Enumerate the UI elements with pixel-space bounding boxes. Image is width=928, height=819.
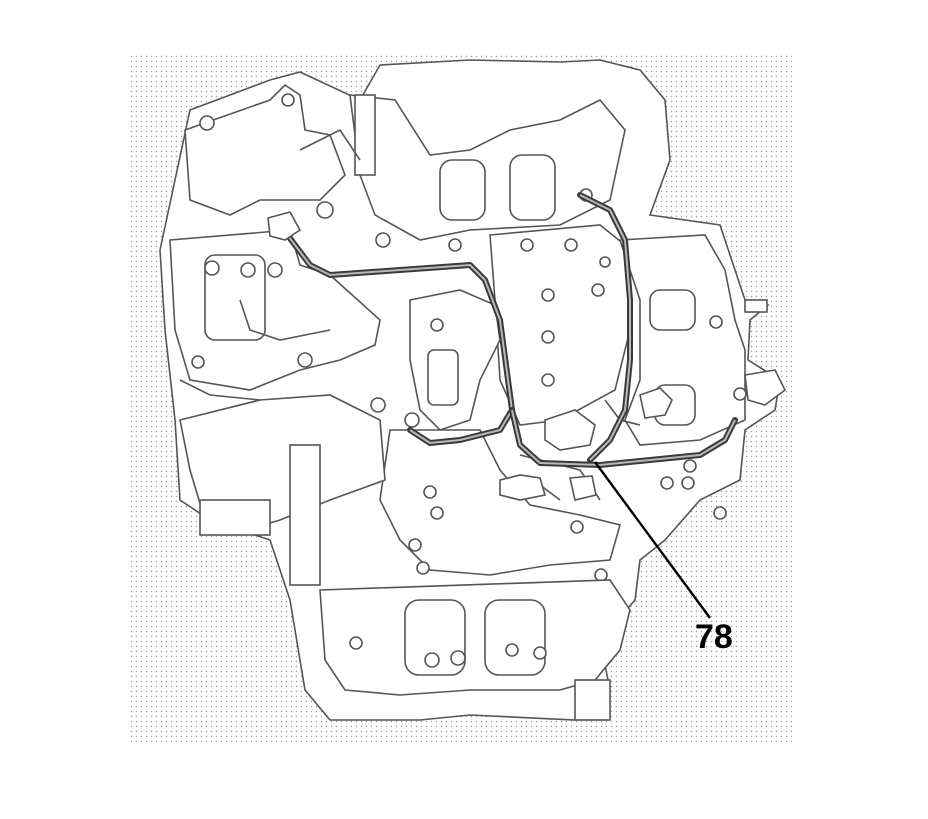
bolt	[570, 520, 584, 534]
plate-hole	[599, 256, 611, 268]
bolt	[430, 506, 444, 520]
right-stud	[744, 299, 768, 313]
mount-hole	[199, 115, 215, 131]
solenoid-terminal	[430, 318, 444, 332]
lower-center-section	[379, 429, 621, 576]
wire-connector	[639, 387, 673, 419]
upper-left-bracket	[184, 83, 346, 216]
bottom-bore	[484, 599, 546, 676]
bolt	[713, 506, 727, 520]
right-port	[649, 289, 696, 331]
wire-connector	[267, 211, 302, 241]
plate-hole	[564, 238, 578, 252]
bolt	[297, 352, 313, 368]
bolt	[448, 238, 462, 252]
plate-hole	[541, 330, 555, 344]
bolt	[416, 561, 430, 575]
valve-bore	[509, 154, 556, 221]
bolt	[349, 636, 363, 650]
lower-left-rail	[289, 444, 321, 586]
bolt	[375, 232, 391, 248]
upper-block	[349, 94, 626, 241]
bolt	[450, 650, 466, 666]
wire-connector	[569, 475, 597, 501]
bolt	[204, 260, 220, 276]
bolt	[683, 459, 697, 473]
bottom-stud	[574, 679, 611, 721]
bolt	[424, 652, 440, 668]
lower-left-tab	[199, 499, 271, 536]
shaft	[354, 94, 376, 176]
bolt	[423, 485, 437, 499]
mount-hole	[281, 93, 295, 107]
bolt	[594, 568, 608, 582]
bolt	[533, 646, 547, 660]
bolt	[240, 262, 256, 278]
callout-label-78: 78	[695, 618, 733, 656]
plate-hole	[591, 283, 605, 297]
wire-harness	[267, 192, 738, 501]
detail-stroke	[179, 379, 261, 401]
wire-connector	[544, 409, 596, 451]
plate-hole	[541, 288, 555, 302]
bolt	[681, 476, 695, 490]
solenoid-body	[427, 349, 459, 406]
bolt	[370, 397, 386, 413]
callout-leader-line	[594, 461, 711, 619]
wire-connector	[499, 474, 547, 501]
bolt	[316, 201, 334, 219]
detail-stroke	[239, 299, 331, 341]
bottom-valve-block	[319, 579, 631, 696]
plate-hole	[520, 238, 534, 252]
bolt	[404, 412, 420, 428]
bolt	[660, 476, 674, 490]
plate-hole	[541, 373, 555, 387]
bolt	[267, 262, 283, 278]
bolt	[408, 538, 422, 552]
valve-bore	[439, 159, 486, 221]
bolt	[191, 355, 205, 369]
bolt	[733, 387, 747, 401]
detail-stroke	[299, 128, 361, 161]
bottom-bore	[404, 599, 466, 676]
right-boss	[744, 369, 787, 406]
bolt	[505, 643, 519, 657]
bolt	[709, 315, 723, 329]
